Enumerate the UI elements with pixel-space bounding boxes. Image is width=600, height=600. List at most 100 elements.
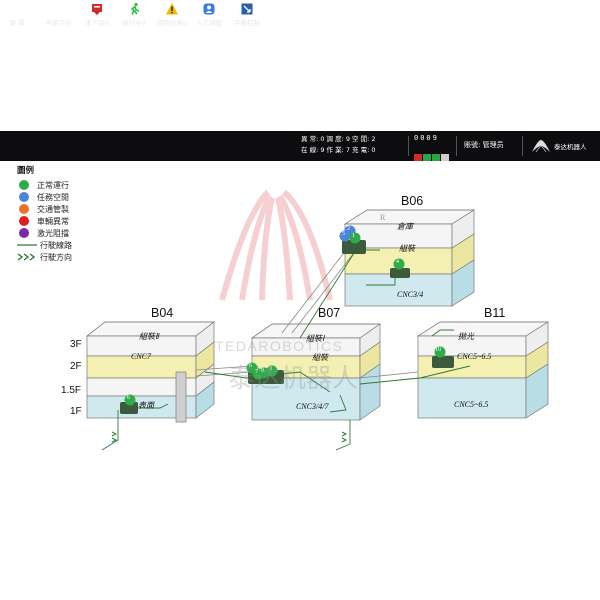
blue-dot-icon (19, 192, 29, 202)
zone-label[interactable]: CNC3/4 (397, 290, 424, 299)
brand-logo-icon (532, 140, 550, 153)
stats-row-2: 在 線: 9 作 業: 7 充 電: 0 (301, 146, 376, 154)
legend: 圖例 正常運行 任務空閒 交通管製 車輛異常 激光阻擋 行駛線路 行駛方向 (17, 164, 72, 263)
zone-label[interactable]: 組裝Ⅱ (139, 332, 159, 341)
building-label-b06[interactable]: B06 (401, 194, 424, 208)
legend-item-idle: 任務空閒 (17, 191, 72, 203)
divider (408, 136, 409, 156)
call-platform-button[interactable]: 叫車平台 (42, 1, 76, 29)
legend-item-path: 行駛線路 (17, 239, 72, 251)
menu-icon (10, 2, 24, 16)
robot-label[interactable]: 10 (435, 347, 441, 353)
zone-label[interactable]: 拋光 (458, 332, 474, 341)
robot-label[interactable]: 5 (342, 231, 345, 237)
vehicle-counter: 0009 (414, 134, 439, 142)
robot-label[interactable]: 3 (269, 366, 272, 372)
legend-item-normal: 正常運行 (17, 179, 72, 191)
purple-dot-icon (19, 228, 29, 238)
path-line-icon (17, 244, 37, 246)
robot-label[interactable]: 6 (127, 395, 130, 401)
green-dot-icon (19, 180, 29, 190)
legend-label: 正常運行 (37, 180, 69, 190)
account-label[interactable]: 賬號: 管理员 (464, 141, 504, 149)
floor-label: 1.5F (61, 385, 82, 396)
zone-label[interactable]: 組裝 (399, 244, 415, 253)
zone-label[interactable]: CNC3/4/7 (296, 402, 329, 411)
zone-label[interactable]: 組裝 (312, 353, 328, 362)
overdue-tasks-label: 超時任務0 (156, 19, 188, 27)
light-gray (441, 154, 449, 161)
brand-name: 泰达机器人 (554, 143, 587, 151)
floor-label: 3F (70, 339, 82, 350)
legend-label: 行駛線路 (40, 240, 72, 250)
call-platform-icon (53, 3, 65, 15)
zone-letter: R (380, 213, 386, 222)
robot-label[interactable]: 1 (352, 233, 355, 239)
floor-label: 2F (70, 361, 82, 372)
not-dispatched-button[interactable]: 未下發0 (80, 1, 114, 29)
orange-dot-icon (19, 204, 29, 214)
legend-label: 車輛異常 (37, 216, 69, 226)
zone-label[interactable]: CNC7 (131, 352, 152, 361)
robot-label[interactable]: 4 (396, 259, 399, 265)
manual-dispatch-label: 人工調度 (196, 19, 222, 27)
legend-item-direction: 行駛方向 (17, 251, 72, 263)
building-b07 (250, 323, 382, 421)
legend-label: 激光阻擋 (37, 228, 69, 238)
divider (522, 136, 523, 156)
zone-label[interactable]: 表面 (138, 401, 154, 410)
menu-button[interactable]: 菜 單 (4, 1, 30, 29)
light-green (432, 154, 440, 161)
legend-item-traffic: 交通管製 (17, 203, 72, 215)
top-toolbar (0, 131, 600, 161)
manual-control-icon (241, 3, 253, 15)
robot-label[interactable]: 6 (249, 363, 252, 369)
direction-arrows (111, 431, 348, 443)
running-button[interactable]: 執行中7 (118, 1, 150, 29)
manual-control-button[interactable]: 手動控制 (229, 1, 265, 29)
not-dispatched-label: 未下發0 (85, 19, 109, 27)
legend-title: 圖例 (17, 166, 35, 176)
zone-label[interactable]: 倉庫 (397, 222, 413, 231)
legend-label: 行駛方向 (40, 252, 72, 262)
status-lights (414, 146, 450, 165)
floor-label: 1F (70, 406, 82, 417)
manual-control-label: 手動控制 (234, 19, 260, 27)
direction-arrows-icon (17, 253, 36, 261)
robot-label[interactable]: 9 (261, 368, 264, 374)
robot-label[interactable]: 7 (255, 369, 258, 375)
legend-label: 交通管製 (37, 204, 69, 214)
building-b06 (343, 209, 476, 307)
legend-item-laser: 激光阻擋 (17, 227, 72, 239)
manual-dispatch-button[interactable]: 人工調度 (192, 1, 226, 29)
building-label-b04[interactable]: B04 (151, 306, 174, 320)
legend-label: 任務空閒 (37, 192, 69, 202)
legend-item-fault: 車輛異常 (17, 215, 72, 227)
not-dispatched-icon (92, 4, 102, 15)
zone-label[interactable]: 組裝Ⅰ (306, 334, 325, 343)
menu-label: 菜 單 (9, 19, 25, 27)
running-icon (130, 2, 140, 15)
watermark-logo (219, 189, 333, 301)
building-label-b11[interactable]: B11 (484, 306, 506, 320)
building-b04 (85, 321, 216, 419)
manual-dispatch-icon (203, 3, 215, 15)
light-red (414, 154, 422, 161)
zone-label[interactable]: CNC5~6.5 (454, 400, 489, 409)
divider (456, 136, 457, 156)
robot-markers (120, 225, 454, 414)
red-dot-icon (19, 216, 29, 226)
brand-logo: 泰达机器人 (530, 136, 598, 156)
light-green (423, 154, 431, 161)
overdue-tasks-button[interactable]: 超時任務0 (153, 1, 191, 29)
zone-label[interactable]: CNC5~6.5 (457, 352, 492, 361)
status-stats: 異 常: 0 調 度: 9 空 閒: 2 在 線: 9 作 業: 7 充 電: … (301, 134, 376, 156)
warning-icon (166, 3, 178, 15)
running-label: 執行中7 (122, 19, 146, 27)
building-label-b07[interactable]: B07 (318, 306, 341, 320)
stats-row-1: 異 常: 0 調 度: 9 空 閒: 2 (301, 135, 376, 143)
call-platform-label: 叫車平台 (46, 19, 72, 27)
bridges (175, 244, 419, 423)
robot-label[interactable]: 2 (347, 226, 350, 232)
